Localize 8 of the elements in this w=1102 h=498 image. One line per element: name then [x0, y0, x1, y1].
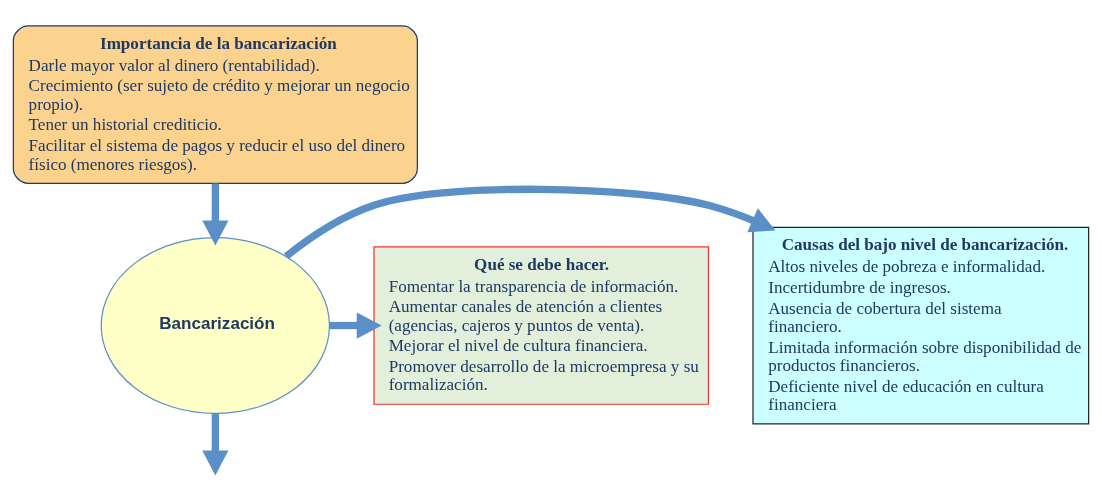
arrow: [202, 413, 229, 476]
node-box: Qué se debe hacer. Fomentar la transparencia de información. Aumentar canales de atención a clientes (agencias, cajeros y puntos de venta). Mejorar el nivel de cultura financiera. Promover desarrollo de la microempresa y su formalización.: [373, 246, 710, 405]
arrow: [329, 312, 382, 339]
node-box: Importancia de la bancarización Darle mayor valor al dinero (rentabilidad). Crecimiento (ser sujeto de crédito y mejorar un negocio propio). Tener un historial crediticio. Facilitar el sistema de pagos y reducir el uso del dinero físico (menores riesgos).: [12, 25, 418, 184]
node-ellipse: Bancarización: [100, 237, 331, 415]
arrow: [283, 185, 776, 260]
node-box: Causas del bajo nivel de bancarización. Altos niveles de pobreza e informalidad. Incertidumbre de ingresos. Ausencia de cobertura del sistema financiero. Limitada información sobre disponibilidad de productos financieros. Deficiente nivel de educación en cultura financiera: [752, 226, 1090, 425]
arrow: [202, 183, 229, 246]
